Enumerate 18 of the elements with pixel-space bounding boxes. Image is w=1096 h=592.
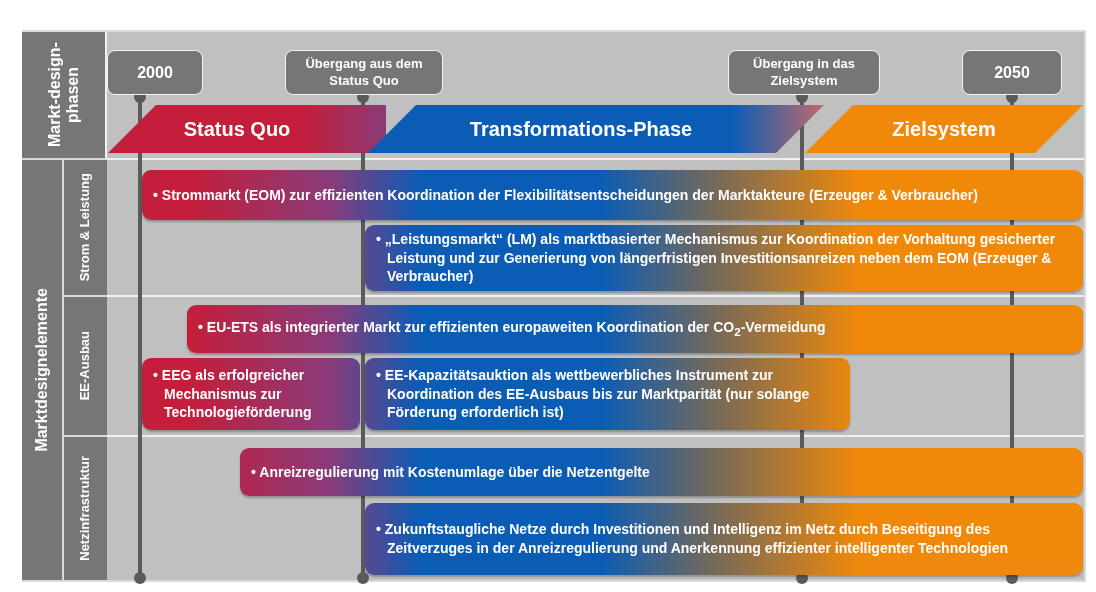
timeline-bar: • Anreizregulierung mit Kostenumlage über die Netzentgelte — [240, 448, 1083, 496]
timeline-bar: • „Leistungsmarkt“ (LM) als marktbasierter Mechanismus zur Koordination der Vorhaltung gesicherter Leistung und zur Generierung von längerfristigen Investitionsanreizen neben dem EOM (Erzeuger & Verbraucher) — [365, 225, 1083, 291]
phase-band: Status Quo — [108, 105, 386, 153]
milestone-label: 2050 — [962, 50, 1062, 95]
row-header: Strom & Leistung — [64, 160, 107, 295]
timeline-bar: • EE-Kapazitätsauktion als wettbewerbliches Instrument zur Koordination des EE-Ausbaus bis zur Marktparität (nur solange Förderung erforderlich ist) — [365, 358, 850, 430]
timeline-bar: • Strommarkt (EOM) zur effizienten Koordination der Flexibilitätsentscheidungen der Marktakteure (Erzeuger & Verbraucher) — [142, 170, 1083, 220]
timeline-bar: • EEG als erfolgreicher Mechanismus zur Technologieförderung — [142, 358, 360, 430]
milestone-label: Übergang aus dem Status Quo — [285, 50, 443, 95]
milestone-label: 2000 — [107, 50, 203, 95]
timeline-bar: • Zukunftstaugliche Netze durch Investitionen und Intelligenz im Netz durch Beseitigung des Zeitverzuges in der Anreizregulierung und Anerkennung effizienter intelligenter Technologien — [365, 503, 1083, 575]
row-header: Markt-design-phasen — [22, 32, 107, 158]
phase-band: Transformations-Phase — [368, 105, 824, 153]
milestone-label: Übergang in das Zielsystem — [728, 50, 880, 95]
row-header: Netzinfrastruktur — [64, 437, 107, 580]
row-header: EE-Ausbau — [64, 297, 107, 435]
timeline-bar: • EU-ETS als integrierter Markt zur effizienten europaweiten Koordination der CO$_{2}$-Vermeidung — [187, 305, 1083, 353]
row-header: Marktdesignelemente — [22, 160, 62, 580]
